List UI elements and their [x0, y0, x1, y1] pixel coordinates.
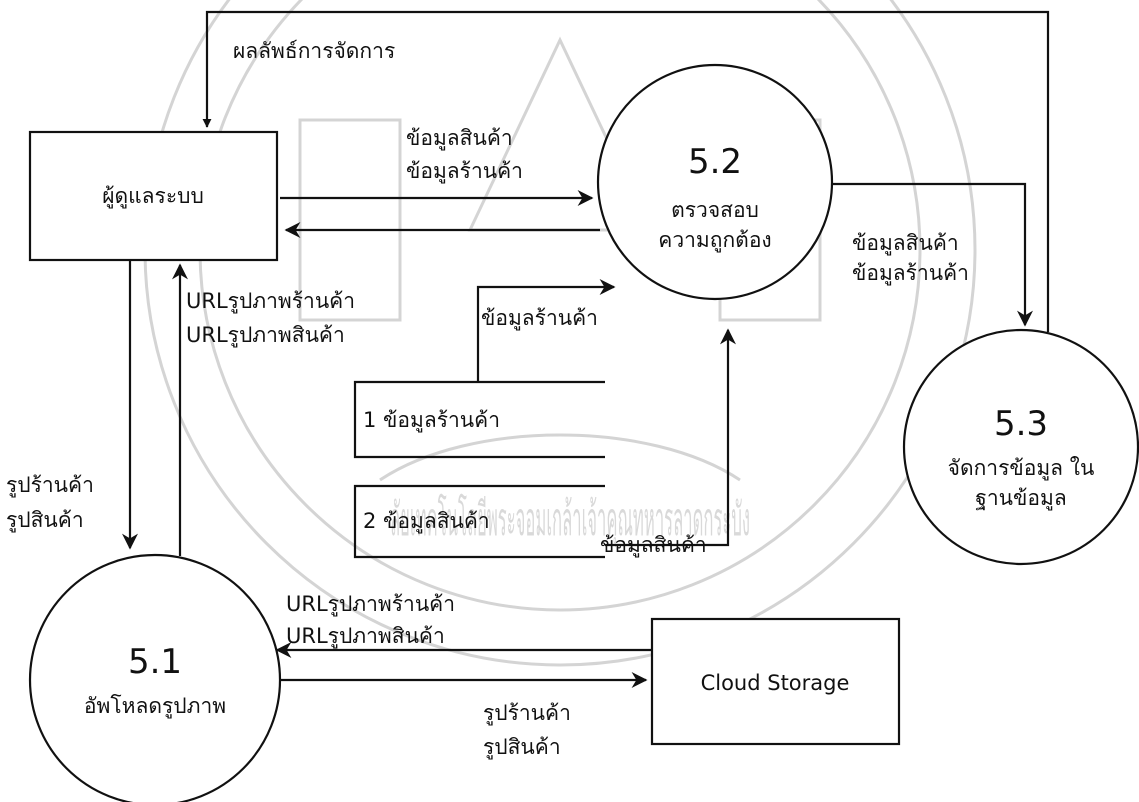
process-5-1-name: อัพโหลดรูปภาพ — [84, 694, 226, 719]
datastore-1: 1 ข้อมูลร้านค้า — [353, 380, 605, 459]
flow-result: ผลลัพธ์การจัดการ — [202, 10, 1050, 332]
flow-5-1-to-cloud-label-2: รูปสินค้า — [483, 735, 561, 760]
process-5-1: 5.1 อัพโหลดรูปภาพ — [28, 553, 282, 802]
flow-admin-to-5-1-label-1: รูปร้านค้า — [6, 473, 94, 498]
datastore-2-label: 2 ข้อมูลสินค้า — [363, 509, 490, 534]
process-5-2-name-line2: ความถูกต้อง — [658, 228, 771, 253]
flow-5-1-to-admin-label-1: URLรูปภาพร้านค้า — [186, 289, 355, 314]
flow-cloud-to-5-1-label-1: URLรูปภาพร้านค้า — [286, 592, 455, 617]
process-5-2-name-line1: ตรวจสอบ — [671, 198, 759, 222]
datastore-2: 2 ข้อมูลสินค้า — [353, 484, 605, 559]
flow-datastore-2-to-5-2: ข้อมูลสินค้า — [600, 328, 736, 558]
flow-5-1-to-admin: URLรูปภาพร้านค้า URLรูปภาพสินค้า — [172, 263, 355, 556]
flow-result-label: ผลลัพธ์การจัดการ — [233, 39, 395, 63]
process-5-3-number: 5.3 — [994, 404, 1048, 444]
flow-admin-to-5-2-label-1: ข้อมูลสินค้า — [406, 126, 513, 151]
process-5-3: 5.3 จัดการข้อมูล ใน ฐานข้อมูล — [902, 328, 1139, 566]
process-5-3-name-line2: ฐานข้อมูล — [975, 486, 1066, 511]
flow-datastore-2-to-5-2-label: ข้อมูลสินค้า — [600, 533, 707, 558]
flow-datastore-1-to-5-2-label: ข้อมูลร้านค้า — [481, 306, 598, 331]
process-5-3-name-line1: จัดการข้อมูล ใน — [948, 456, 1095, 481]
admin-entity: ผู้ดูแลระบบ — [28, 130, 279, 262]
flow-admin-to-5-2: ข้อมูลสินค้า ข้อมูลร้านค้า — [280, 126, 594, 206]
flow-admin-to-5-1: รูปร้านค้า รูปสินค้า — [6, 260, 138, 550]
datastore-1-label: 1 ข้อมูลร้านค้า — [363, 408, 500, 433]
flow-admin-to-5-2-label-2: ข้อมูลร้านค้า — [406, 159, 523, 184]
admin-entity-label: ผู้ดูแลระบบ — [102, 184, 204, 209]
flow-5-2-to-5-3-label-1: ข้อมูลสินค้า — [852, 231, 959, 256]
watermark-text: ลัยเทคโนโลยีพระจอมเกล้าเจ้าคุณทหารลาดกระ… — [390, 492, 750, 548]
flow-cloud-to-5-1: URLรูปภาพร้านค้า URLรูปภาพสินค้า — [275, 592, 652, 658]
flow-5-1-to-admin-label-2: URLรูปภาพสินค้า — [186, 323, 345, 348]
cloud-storage-entity: Cloud Storage — [650, 617, 901, 746]
flow-5-1-to-cloud-label-1: รูปร้านค้า — [483, 701, 571, 726]
process-5-1-number: 5.1 — [128, 642, 182, 682]
flow-admin-to-5-1-label-2: รูปสินค้า — [6, 508, 84, 533]
flow-5-2-to-5-3-label-2: ข้อมูลร้านค้า — [852, 261, 969, 286]
cloud-storage-label: Cloud Storage — [701, 671, 850, 695]
flow-cloud-to-5-1-label-2: URLรูปภาพสินค้า — [286, 624, 445, 649]
process-5-2-number: 5.2 — [688, 142, 742, 182]
flow-5-1-to-cloud: รูปร้านค้า รูปสินค้า — [280, 672, 648, 760]
flow-5-2-to-5-3: ข้อมูลสินค้า ข้อมูลร้านค้า — [832, 182, 1033, 327]
flow-datastore-1-to-5-2: ข้อมูลร้านค้า — [476, 279, 616, 382]
process-5-2: 5.2 ตรวจสอบ ความถูกต้อง — [596, 63, 834, 301]
